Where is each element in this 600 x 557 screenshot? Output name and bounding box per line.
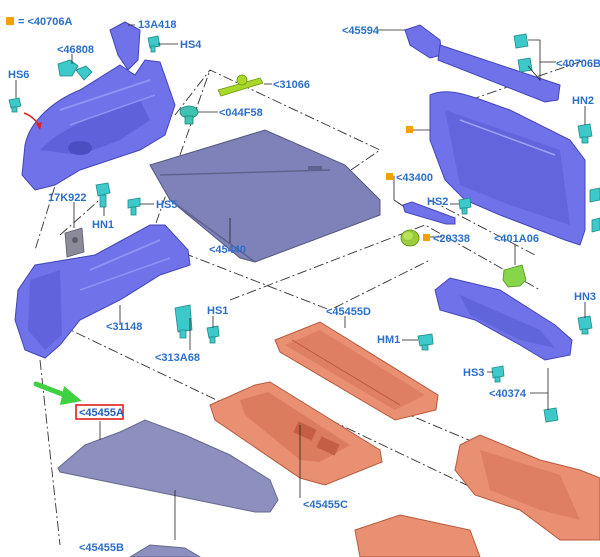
label-hs2: HS2 <box>427 196 448 208</box>
label-hs6: HS6 <box>8 69 29 81</box>
orange-marker-1 <box>406 126 413 133</box>
floor-tray-45455C[interactable] <box>209 381 383 486</box>
label-45455C: <45455C <box>303 499 348 511</box>
label-hs5: HS5 <box>156 199 177 211</box>
load-floor-mat-45455A[interactable] <box>57 419 279 513</box>
label-40374: <40374 <box>489 388 527 400</box>
label-401A06: <401A06 <box>494 233 539 245</box>
left-upper-quarter-trim[interactable] <box>21 59 176 191</box>
button-044F58[interactable] <box>179 105 199 125</box>
rear-panel-45455D[interactable] <box>274 321 439 421</box>
label-45455D: <45455D <box>326 306 371 318</box>
floor-panel-bottom[interactable] <box>354 514 481 557</box>
cap-20338[interactable] <box>400 229 420 247</box>
label-hs3: HS3 <box>463 367 484 379</box>
label-46808: <46808 <box>57 44 94 56</box>
clip-hn3[interactable] <box>577 315 593 335</box>
clip-313A68[interactable] <box>174 304 193 339</box>
clip-hs4[interactable] <box>147 35 161 53</box>
label-31148: <31148 <box>106 321 142 333</box>
label-hm1: HM1 <box>377 334 400 346</box>
clip-hs3[interactable] <box>491 365 505 383</box>
label-hn2: HN2 <box>572 95 594 107</box>
clip-40374[interactable] <box>543 407 559 423</box>
luggage-compartment-cover[interactable] <box>149 129 381 263</box>
handle-43400[interactable] <box>402 201 456 225</box>
label-40706B: <40706B <box>556 58 600 70</box>
clip-hn1[interactable] <box>95 182 111 208</box>
clip-right-edge[interactable] <box>589 187 600 233</box>
clip-hs5[interactable] <box>127 197 141 216</box>
bracket-13A418[interactable] <box>109 21 141 71</box>
label-43400: <43400 <box>396 172 433 184</box>
clip-31066[interactable] <box>217 74 264 97</box>
part-labels: 13A418 HS4 <46808 HS6 <31066 <044F58 17K… <box>8 19 600 554</box>
clip-hm1[interactable] <box>417 333 434 351</box>
clip-hs6[interactable] <box>8 97 22 113</box>
legend-text: = <40706A <box>18 16 72 28</box>
clip-40706B-upper[interactable] <box>513 33 533 73</box>
label-hn3: HN3 <box>574 291 596 303</box>
label-45594: <45594 <box>342 25 380 37</box>
label-13A418: 13A418 <box>138 19 177 31</box>
clip-hs2[interactable] <box>458 197 472 215</box>
legend-marker <box>6 17 14 25</box>
label-45455A: <45455A <box>79 407 124 419</box>
clip-46808[interactable] <box>57 59 93 81</box>
orange-marker-2 <box>386 173 393 180</box>
cap-401A06[interactable] <box>502 264 527 288</box>
label-31066: <31066 <box>273 79 310 91</box>
legend: = <40706A <box>6 16 72 28</box>
left-lower-quarter-trim[interactable] <box>14 224 191 359</box>
green-arrow <box>33 381 82 405</box>
plate-17K922[interactable] <box>64 227 85 258</box>
label-313A68: <313A68 <box>155 352 200 364</box>
label-044F58: <044F58 <box>219 107 263 119</box>
right-lower-quarter-trim[interactable] <box>434 277 573 361</box>
clip-hn2[interactable] <box>577 123 593 144</box>
label-hs4: HS4 <box>180 39 202 51</box>
floor-tub-right[interactable] <box>454 434 600 541</box>
label-hn1: HN1 <box>92 219 114 231</box>
upper-trim-45594[interactable] <box>404 24 443 59</box>
label-17K922: 17K922 <box>48 192 87 204</box>
label-hs1: HS1 <box>207 305 228 317</box>
orange-marker-3 <box>423 234 430 241</box>
red-arrow-head <box>36 122 42 130</box>
clip-hs1[interactable] <box>206 325 220 344</box>
label-20338: <20338 <box>433 233 470 245</box>
right-upper-quarter-trim[interactable] <box>429 91 586 246</box>
leader-lines <box>15 24 586 540</box>
label-45455B: <45455B <box>79 542 124 554</box>
label-45440: <45440 <box>209 244 246 256</box>
mat-45455B[interactable] <box>129 544 201 557</box>
highlight-box-45455A <box>75 404 124 420</box>
